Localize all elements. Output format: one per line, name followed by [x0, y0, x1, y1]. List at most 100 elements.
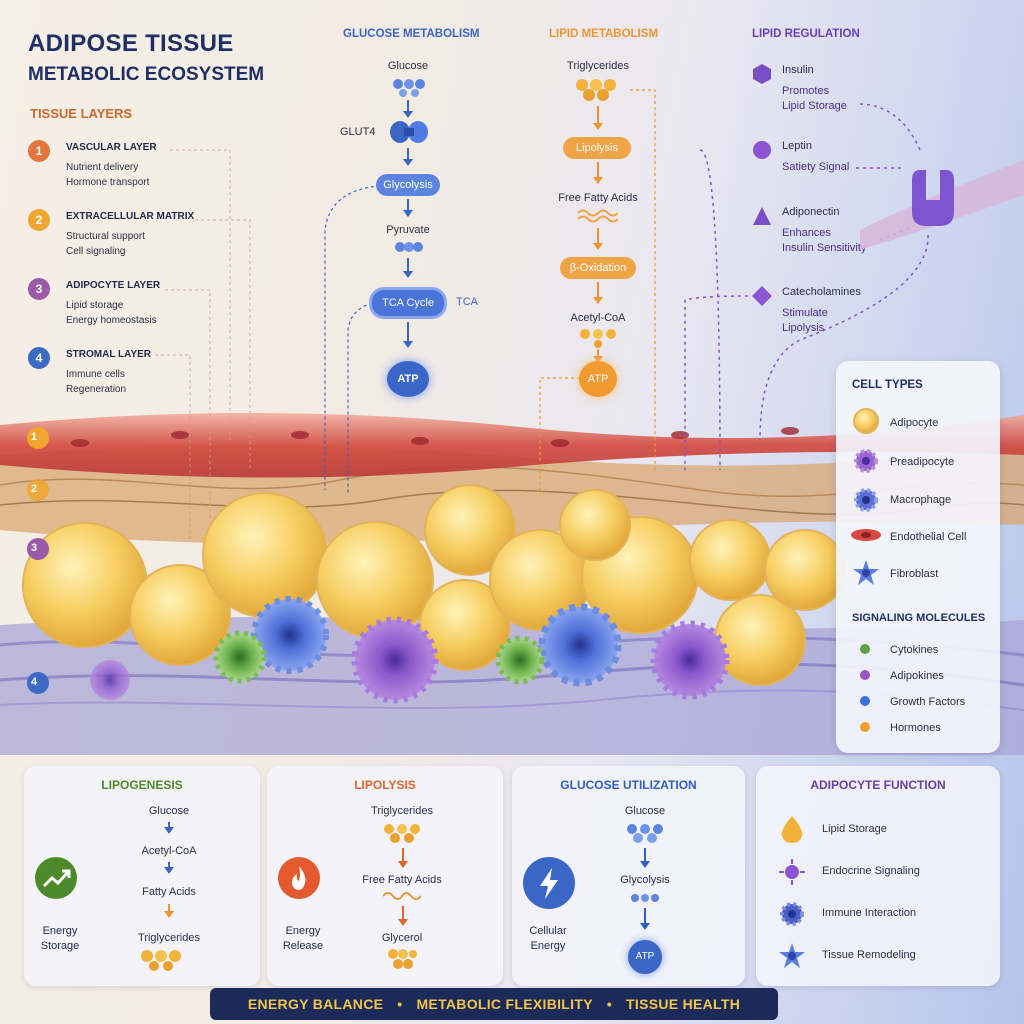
- legend-panel: CELL TYPES Adipocyte Preadipocyte Macrop…: [836, 361, 1000, 753]
- card-arrow: [640, 848, 650, 868]
- card-arrow: [640, 908, 650, 930]
- preadipocyte-icon: [854, 449, 878, 473]
- card-arrow: [164, 904, 174, 918]
- glucose-arrow: [403, 258, 413, 278]
- lipolysis-step-1: Triglycerides: [371, 805, 433, 817]
- adipocyte-fn-item: Lipid Storage: [822, 823, 887, 835]
- growth-chart-icon: [35, 857, 77, 899]
- lipogenesis-step-4: Triglycerides: [138, 932, 200, 944]
- pyruvate-molecule-icon: [395, 242, 423, 252]
- glucose-molecule-icon: [393, 79, 425, 97]
- adipocyte-fn-item: Tissue Remodeling: [822, 949, 916, 961]
- fibroblast-icon: [853, 560, 879, 585]
- glucose-node: Glucose: [387, 60, 429, 72]
- legend-cell-type: Endothelial Cell: [890, 531, 967, 543]
- layer-number: 3: [28, 278, 50, 300]
- legend-cell-type: Adipocyte: [890, 417, 939, 429]
- glycolysis-step: Glycolysis: [376, 174, 440, 196]
- lipid-arrow: [593, 282, 603, 304]
- lipogenesis-step-2: Acetyl-CoA: [141, 845, 197, 857]
- layer-name: EXTRACELLULAR MATRIX: [66, 211, 195, 222]
- glucose-util-step-1: Glucose: [624, 805, 666, 817]
- adipocyte-icon: [853, 408, 879, 434]
- legend-signal: Adipokines: [890, 670, 944, 682]
- banner-phrase-1: ENERGY BALANCE: [247, 996, 384, 1012]
- signal-dot-growth-factors: [860, 696, 870, 706]
- lipid-arrow: [593, 162, 603, 184]
- card-title: LIPOLYSIS: [354, 778, 416, 792]
- reg-desc: Satiety Signal: [782, 161, 850, 173]
- tca-side-label: TCA: [456, 296, 478, 308]
- triglyceride-cluster-icon: [384, 824, 420, 843]
- lipid-arrow: [593, 106, 603, 130]
- banner-phrase-3: TISSUE HEALTH: [626, 996, 741, 1012]
- macrophage-icon: [854, 488, 878, 512]
- tissue-layers-heading: TISSUE LAYERS: [30, 106, 133, 121]
- glucose-arrow: [403, 100, 413, 118]
- lipolysis-step-2: Free Fatty Acids: [362, 874, 442, 886]
- regulation-title: LIPID REGULATION: [752, 28, 860, 40]
- layer-markers: [27, 427, 49, 694]
- title-line-1: ADIPOSE TISSUE: [28, 30, 234, 57]
- fibroblast-star-icon: [779, 943, 805, 968]
- layer-marker-label-1: 1: [31, 431, 38, 443]
- fatty-acid-wave-icon: [383, 892, 421, 900]
- legend-cell-type: Fibroblast: [890, 568, 939, 580]
- glucose-arrow: [403, 199, 413, 217]
- acetyl-coa-molecule-icon: [580, 329, 616, 348]
- card-arrow: [398, 848, 408, 868]
- glucose-arrow: [403, 148, 413, 166]
- adipocyte-fn-item: Immune Interaction: [822, 907, 917, 919]
- banner-phrase-2: METABOLIC FLEXIBILITY: [416, 996, 593, 1012]
- glucose-cluster-icon: [627, 824, 663, 843]
- beta-oxidation-step: β-Oxidation: [560, 257, 636, 279]
- lipid-lane-title: LIPID METABOLISM: [549, 28, 659, 40]
- acetyl-coa-node: Acetyl-CoA: [570, 312, 626, 324]
- adipocyte-fn-item: Endocrine Signaling: [822, 865, 920, 877]
- endothelial-cell-icon: [851, 529, 881, 541]
- layer-number: 1: [28, 140, 50, 162]
- reg-name: Catecholamines: [782, 286, 861, 298]
- reg-name: Insulin: [782, 64, 814, 76]
- lipolysis-step: Lipolysis: [563, 137, 631, 159]
- card-arrow: [398, 906, 408, 926]
- card-atp: ATP: [628, 940, 662, 974]
- layer-number: 4: [28, 347, 50, 369]
- pyruvate-node: Pyruvate: [386, 224, 430, 236]
- lipid-arrow: [593, 349, 603, 363]
- legend-cell-type: Preadipocyte: [890, 456, 955, 468]
- legend-cell-type: Macrophage: [890, 494, 952, 506]
- lipid-atp: ATP: [579, 361, 617, 397]
- reg-name: Leptin: [782, 140, 812, 152]
- card-title: LIPOGENESIS: [101, 778, 183, 792]
- title-line-2: METABOLIC ECOSYSTEM: [28, 63, 265, 85]
- layer-marker-label-2: 2: [31, 483, 38, 495]
- lipogenesis-step-1: Glucose: [148, 805, 190, 817]
- card-arrow: [164, 862, 174, 874]
- connector-lines: [155, 89, 931, 540]
- card-glucose-utilization: GLUCOSE UTILIZATION Glucose Glycolysis A…: [512, 766, 745, 986]
- signal-dot-adipokines: [860, 670, 870, 680]
- card-lipogenesis: LIPOGENESIS Glucose Acetyl-CoA Fatty Aci…: [24, 766, 260, 986]
- signaling-heading: SIGNALING MOLECULES: [852, 612, 986, 624]
- triglyceride-molecule-icon: [576, 79, 616, 101]
- glucose-arrow: [403, 322, 413, 348]
- card-title: GLUCOSE UTILIZATION: [560, 778, 697, 792]
- card-arrow: [164, 822, 174, 834]
- card-adipocyte-function: ADIPOCYTE FUNCTION Lipid Storage Endocri…: [756, 766, 1000, 986]
- layer-marker-label-4: 4: [31, 676, 38, 688]
- lipid-arrow: [593, 228, 603, 250]
- flame-icon: [278, 857, 320, 899]
- free-fatty-acids-node: Free Fatty Acids: [558, 192, 638, 204]
- triglycerides-node: Triglycerides: [567, 60, 629, 72]
- reg-name: Adiponectin: [782, 206, 840, 218]
- card-lipolysis: LIPOLYSIS Triglycerides Free Fatty Acids…: [267, 766, 503, 986]
- banner-separator: •: [397, 996, 403, 1012]
